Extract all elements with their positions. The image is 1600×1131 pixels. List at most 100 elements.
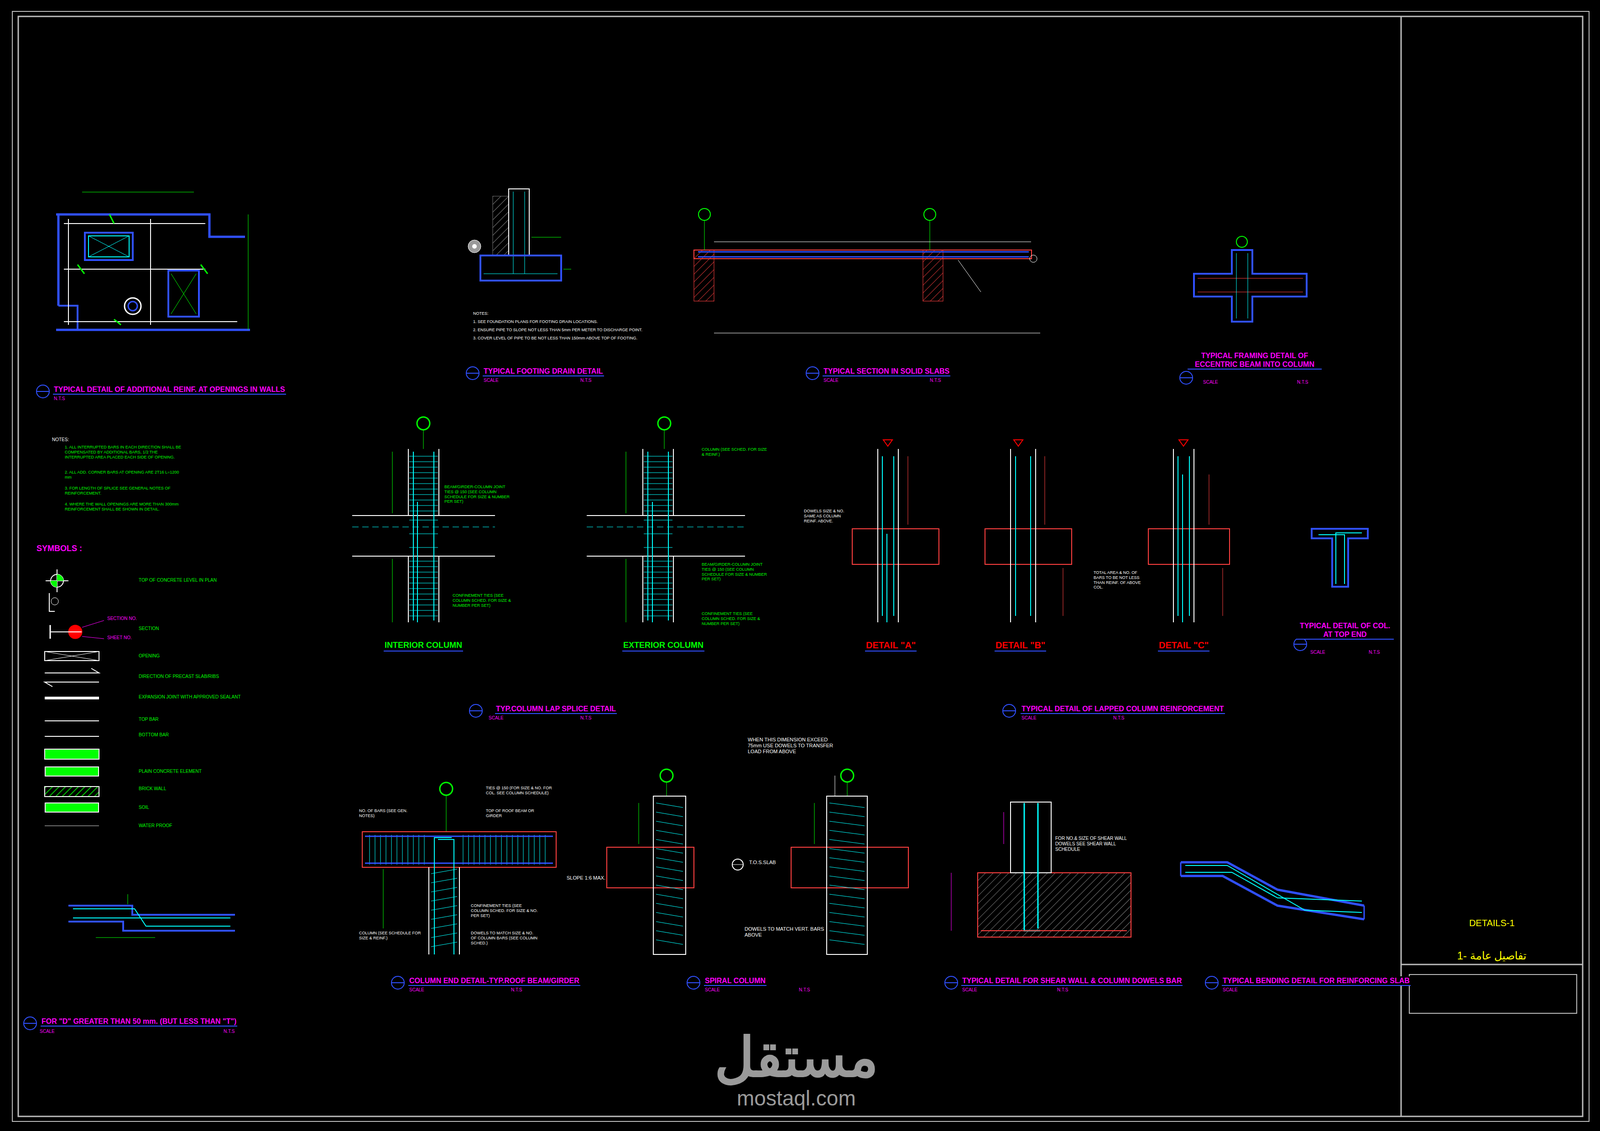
spiral-column-detail-part (791, 847, 909, 888)
legend-text: PLAIN CONCRETE ELEMENT (137, 768, 203, 775)
lapped-column-details-part (1188, 456, 1190, 616)
footing-drain-detail-part (563, 269, 572, 270)
title-symbol-part (469, 704, 483, 718)
callout-text: CONFINEMENT TIES (SEE COLUMN SCHED. FOR … (451, 593, 522, 608)
scale-note: N.T.S (1367, 649, 1381, 656)
solid-slab-section-part (929, 220, 931, 251)
spiral-column-detail-part (666, 781, 668, 797)
note-text: 2. ALL ADD. CORNER BARS AT OPENING ARE 2… (63, 469, 185, 480)
notes-heading: NOTES: (472, 311, 490, 317)
wall-opening-detail-part (63, 321, 238, 323)
legend-symbols-part (82, 636, 105, 639)
interior-column-detail-part (392, 451, 393, 514)
scale-note: N.T.S (579, 715, 593, 721)
spiral-column-detail-part (606, 847, 694, 888)
wall-opening-detail-part (88, 235, 130, 257)
wall-opening-detail-part (88, 235, 130, 257)
exterior-column-detail-part (647, 451, 649, 621)
legend-symbols-part (44, 786, 100, 797)
scale-note: SCALE (482, 377, 500, 384)
eccentric-beam-detail-part (1197, 278, 1303, 279)
lapped-column-details-part (907, 456, 909, 525)
lapped-column-details-part (877, 448, 879, 623)
callout-text: T.O.S.SLAB (748, 859, 777, 866)
lapped-column-details-part (1035, 448, 1037, 623)
eccentric-beam-detail-part (1236, 236, 1248, 248)
shear-wall-dowel-detail-part (1024, 802, 1041, 931)
callout-text: FOR NO.& SIZE OF SHEAR WALL DOWELS SEE S… (1054, 835, 1134, 853)
detail-title: FOR "D" GREATER THAN 50 mm. (BUT LESS TH… (40, 1016, 238, 1027)
scale-note: SCALE (822, 377, 840, 384)
scale-note: N.T.S (1056, 987, 1069, 993)
spiral-column-detail-part (638, 802, 640, 845)
title-symbol-part (1205, 982, 1219, 984)
legend-swatch (44, 802, 100, 813)
sheet-frame-part (18, 16, 1583, 1117)
interior-column-detail-part (416, 416, 430, 430)
detail-label: DETAIL "C" (1157, 639, 1210, 652)
footing-drain-detail (468, 188, 572, 281)
lapped-column-details (852, 439, 1230, 623)
detail-title: TYPICAL BENDING DETAIL FOR REINFORCING S… (1221, 976, 1411, 986)
exterior-column-detail-part (672, 556, 674, 623)
wall-opening-detail-part (171, 273, 197, 314)
scale-note: SCALE (703, 987, 721, 993)
detail-title: COLUMN END DETAIL-TYP.ROOF BEAM/GIRDER (408, 976, 581, 986)
title-symbol-part (23, 1022, 37, 1024)
slab-bending-detail-part (1180, 875, 1365, 920)
note-text: 3. COVER LEVEL OF PIPE TO BE NOT LESS TH… (472, 335, 639, 341)
title-symbol-part (1179, 377, 1193, 379)
title-symbol-part (806, 372, 819, 374)
note-text: 1. SEE FOUNDATION PLANS FOR FOOTING DRAI… (472, 319, 599, 325)
spiral-column-detail-part (732, 859, 744, 871)
column-end-roof-beam-detail-part (364, 835, 553, 838)
title-symbol-part (1179, 371, 1193, 385)
scale-note: N.T.S (510, 987, 523, 993)
callout-text: NO. OF BARS (SEE GEN. NOTES) (358, 808, 420, 819)
spiral-column-detail-part (847, 781, 848, 797)
column-end-roof-beam-detail-part (458, 867, 460, 955)
lapped-column-details-part (881, 456, 883, 616)
interior-column-detail-part (438, 556, 440, 623)
solid-slab-section-part (922, 250, 944, 302)
footing-drain-detail-part (483, 273, 558, 275)
lapped-column-details-part (1182, 474, 1184, 623)
interior-column-detail-part (438, 448, 440, 516)
exterior-column-detail-part (664, 429, 665, 449)
interior-column-detail-part (352, 526, 496, 528)
scale-note: SCALE (1221, 987, 1239, 993)
solid-slab-section-part (693, 250, 715, 302)
legend-symbols-part (44, 668, 100, 673)
legend-symbols-part (49, 625, 52, 639)
callout-text: SLOPE 1:6 MAX. (565, 875, 607, 881)
eccentric-beam-detail-part (1197, 291, 1303, 293)
callout-text: BEAM/GIRDER-COLUMN JOINT TIES @ 150 (SEE… (700, 562, 772, 582)
callout-text: COLUMN (SEE SCHED. FOR SIZE & REINF.) (700, 447, 772, 458)
column-end-roof-beam-detail-part (383, 869, 384, 929)
exterior-column-detail-part (642, 448, 644, 516)
sheet-frame-part (1401, 964, 1583, 966)
solid-slab-section-part (693, 250, 1032, 259)
scale-note: SCALE (487, 715, 505, 721)
interior-column-detail-part (352, 515, 496, 516)
footing-drain-detail-part (468, 239, 481, 253)
wall-opening-detail-part (114, 319, 121, 325)
slab-step-detail-part (68, 905, 235, 915)
sheet-title: DETAILS-1 (1405, 917, 1579, 929)
lapped-column-details-part (1222, 568, 1224, 616)
solid-slab-section-part (1029, 255, 1038, 263)
slab-bending-detail-part (1363, 905, 1366, 920)
column-end-roof-beam-detail-part (437, 839, 454, 955)
legend-symbols-part (51, 597, 59, 605)
title-symbol (23, 366, 1307, 1030)
wall-opening-detail-part (63, 268, 206, 270)
interior-column-detail-part (407, 448, 409, 516)
spiral-column-detail-part (732, 864, 744, 866)
eccentric-beam-detail (1193, 236, 1307, 322)
legend-text: WATER PROOF (137, 823, 173, 829)
detail-title: TYPICAL DETAIL OF COL. AT TOP END (1296, 621, 1394, 640)
legend-symbols-part (68, 631, 82, 633)
wall-opening-detail-part (248, 214, 249, 330)
